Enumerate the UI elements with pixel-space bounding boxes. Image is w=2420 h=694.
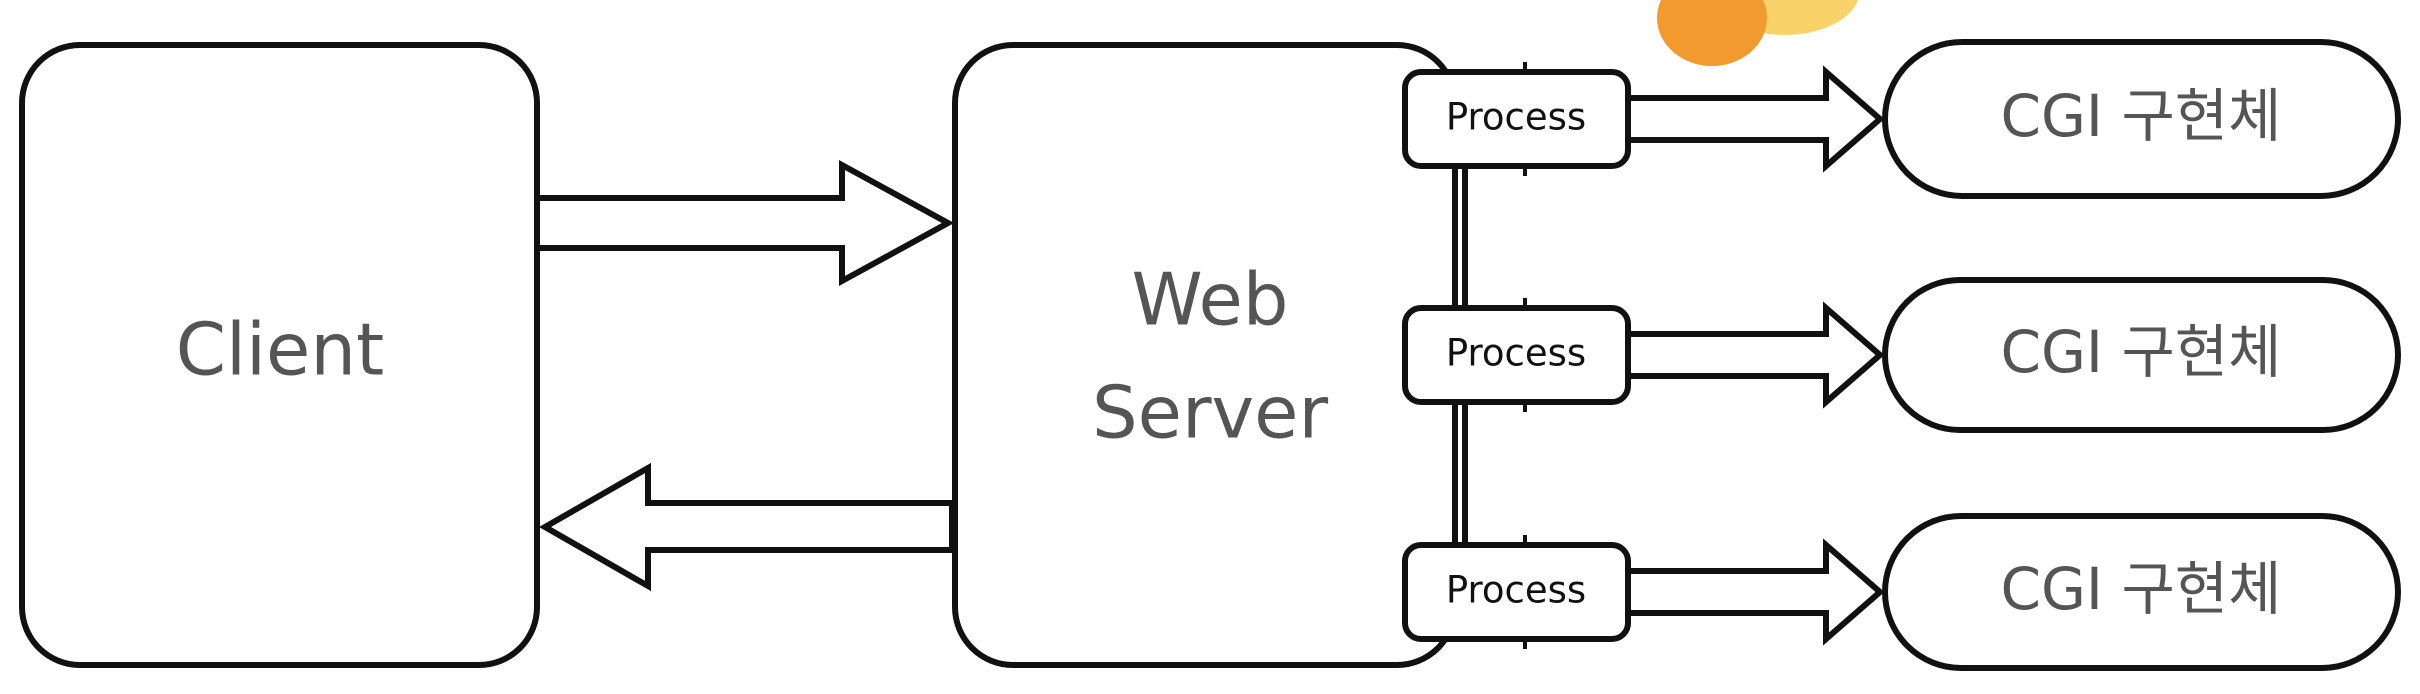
request-arrow <box>534 159 955 287</box>
cgi-label-1: CGI 구현체 <box>2000 82 2281 150</box>
cgi-box-3 <box>1882 513 2401 671</box>
client-box <box>19 42 540 668</box>
cgi-label-3: CGI 구현체 <box>2000 555 2281 623</box>
process-label-2: Process <box>1446 332 1586 375</box>
web-server-label-line2: Server <box>1092 371 1329 455</box>
process-to-cgi-arrow-3 <box>1625 538 1885 646</box>
web-server-box <box>952 42 1458 668</box>
web-server-label-line1: Web <box>1132 258 1289 342</box>
process-to-cgi-arrow-2 <box>1625 301 1885 409</box>
client-label: Client <box>176 308 384 392</box>
cgi-box-2 <box>1882 277 2401 433</box>
cgi-label-2: CGI 구현체 <box>2000 318 2281 386</box>
process-label-1: Process <box>1446 96 1586 139</box>
response-arrow <box>538 462 955 592</box>
decorative-blob <box>1657 0 1859 66</box>
process-label-3: Process <box>1446 569 1586 612</box>
process-to-cgi-arrow-1 <box>1625 65 1885 173</box>
cgi-box-1 <box>1882 39 2401 199</box>
